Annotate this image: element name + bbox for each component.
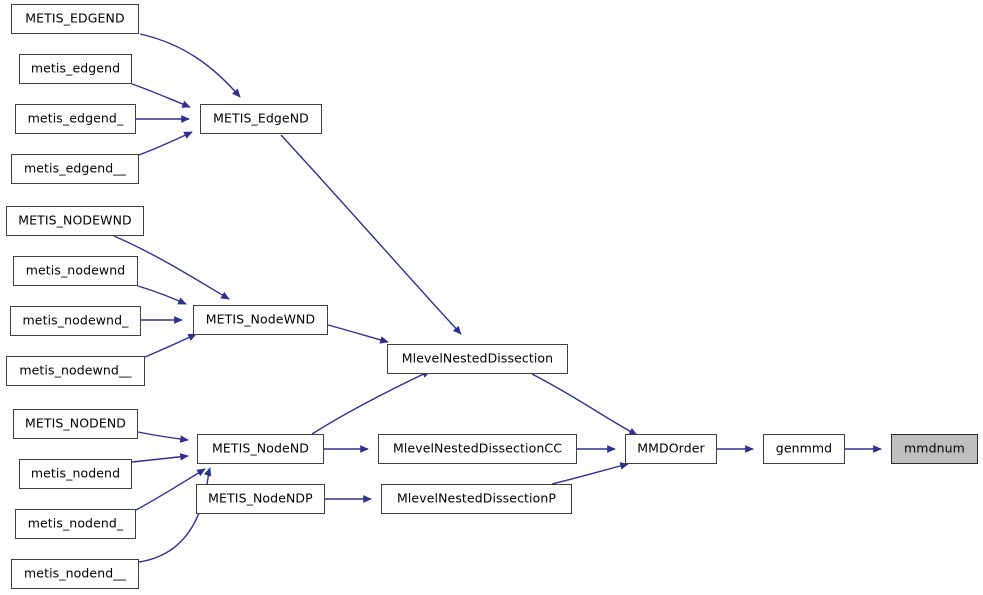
graph-node-metis_edgend_upper[interactable]: METIS_EDGEND	[11, 4, 139, 34]
graph-node-metis_nodewnd_2u[interactable]: metis_nodewnd__	[6, 356, 145, 386]
edge-metis-nodewnd-2u-to-nodewnd	[144, 333, 197, 358]
graph-node-label: metis_nodend_	[27, 515, 124, 531]
graph-node-label: METIS_NodeWND	[205, 311, 316, 327]
edge-metis-edgend-to-edgend	[131, 83, 191, 108]
graph-node-mmdnum[interactable]: mmdnum	[891, 434, 978, 464]
graph-node-label: METIS_EDGEND	[25, 10, 125, 26]
edge-metis-nodend-1u-to-nodend	[135, 468, 206, 511]
graph-node-metis_edgend[interactable]: metis_edgend	[19, 54, 132, 84]
graph-node-label: METIS_NodeNDP	[208, 490, 313, 506]
graph-node-label: metis_edgend_	[27, 110, 124, 126]
edge-metis-nodend-2u-to-nodend	[138, 467, 212, 563]
graph-node-METIS_NodeNDP[interactable]: METIS_NodeNDP	[196, 484, 325, 514]
graph-node-MMDOrder[interactable]: MMDOrder	[625, 434, 717, 464]
graph-node-label: MlevelNestedDissectionP	[396, 490, 557, 506]
graph-node-label: metis_nodend	[30, 465, 121, 481]
edge-mleveldissectionp-to-mmdorder	[551, 462, 629, 485]
graph-node-metis_nodend_1u[interactable]: metis_nodend_	[15, 509, 136, 539]
graph-node-label: MlevelNestedDissectionCC	[392, 440, 563, 456]
edge-nodend-to-mleveldissection	[311, 370, 431, 435]
graph-node-label: metis_nodewnd_	[22, 312, 129, 328]
graph-node-METIS_NodeWND[interactable]: METIS_NodeWND	[193, 305, 328, 335]
graph-node-label: genmmd	[775, 440, 833, 456]
graph-node-metis_nodend_2u[interactable]: metis_nodend__	[11, 559, 139, 589]
edge-metis-nodend-upper-to-nodend	[137, 431, 189, 443]
graph-node-label: MMDOrder	[637, 440, 705, 456]
graph-node-label: metis_edgend__	[23, 160, 126, 176]
edge-mleveldissection-to-mmdorder	[531, 373, 638, 436]
graph-node-label: MlevelNestedDissection	[401, 350, 554, 366]
graph-node-label: metis_nodewnd__	[19, 362, 132, 378]
edge-metis-nodend-to-nodend	[131, 453, 189, 463]
graph-node-label: metis_nodend__	[24, 565, 126, 581]
graph-node-label: METIS_NodeND	[212, 440, 309, 456]
graph-node-metis_nodewnd[interactable]: metis_nodewnd	[13, 256, 138, 286]
graph-node-METIS_NodeND[interactable]: METIS_NodeND	[197, 434, 324, 464]
graph-node-label: mmdnum	[904, 440, 965, 456]
edge-metis-edgend-upper-to-edgend	[139, 33, 241, 98]
edge-metis-nodewnd-to-nodewnd	[137, 285, 187, 305]
graph-node-MlevelNestedDissectionCC[interactable]: MlevelNestedDissectionCC	[378, 434, 577, 464]
graph-node-label: METIS_NODEND	[24, 415, 127, 431]
graph-node-genmmd[interactable]: genmmd	[763, 434, 845, 464]
graph-node-label: metis_nodewnd	[25, 262, 126, 278]
graph-node-METIS_EdgeND[interactable]: METIS_EdgeND	[200, 104, 322, 134]
graph-node-MlevelNestedDissection[interactable]: MlevelNestedDissection	[387, 344, 568, 374]
graph-node-label: METIS_EdgeND	[213, 110, 309, 126]
graph-node-metis_nodewnd_1u[interactable]: metis_nodewnd_	[10, 306, 141, 336]
graph-node-metis_edgend_2u[interactable]: metis_edgend__	[11, 154, 139, 184]
graph-node-METIS_NODEND[interactable]: METIS_NODEND	[13, 409, 138, 439]
edge-nodewnd-to-mleveldissection	[327, 324, 389, 344]
graph-node-metis_edgend_1u[interactable]: metis_edgend_	[15, 104, 136, 134]
graph-node-metis_nodend[interactable]: metis_nodend	[19, 459, 132, 489]
edge-metis-edgend-2u-to-edgend	[138, 131, 193, 156]
edge-metis-nodewnd-upper-to-nodewnd	[113, 235, 230, 300]
graph-node-METIS_NODEWND[interactable]: METIS_NODEWND	[6, 206, 144, 236]
graph-node-label: METIS_NODEWND	[18, 212, 132, 228]
graph-node-MlevelNestedDissectionP[interactable]: MlevelNestedDissectionP	[381, 484, 572, 514]
edge-edgend-to-mleveldissection	[280, 134, 462, 335]
graph-node-label: metis_edgend	[30, 60, 121, 76]
